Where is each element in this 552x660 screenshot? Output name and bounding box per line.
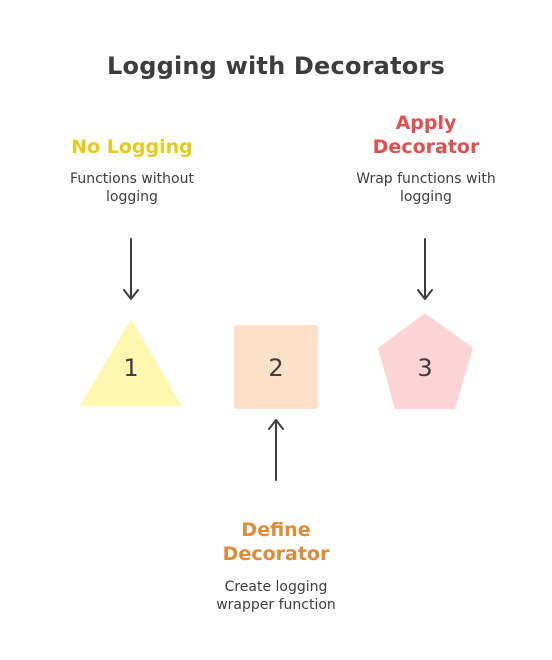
arrow-down-to-step-3	[417, 238, 433, 300]
step-2-title: Define Decorator	[222, 519, 330, 565]
step-3-title: Apply Decorator	[372, 112, 480, 158]
step-2-number: 2	[268, 354, 283, 382]
step-1-number: 1	[123, 354, 138, 382]
step-3-pentagon-shape	[378, 313, 473, 409]
step-1-description: Functions without logging	[70, 171, 194, 205]
step-1-title: No Logging	[71, 136, 193, 158]
arrow-up-to-step-2	[268, 419, 284, 481]
step-2-square-shape	[234, 325, 318, 409]
step-3-description: Wrap functions with logging	[356, 171, 496, 205]
step-1-triangle-shape	[80, 319, 182, 406]
arrow-down-to-step-1	[123, 238, 139, 300]
diagram-title: Logging with Decorators	[107, 52, 445, 80]
step-2-description: Create logging wrapper function	[216, 579, 336, 613]
step-3-number: 3	[417, 354, 432, 382]
